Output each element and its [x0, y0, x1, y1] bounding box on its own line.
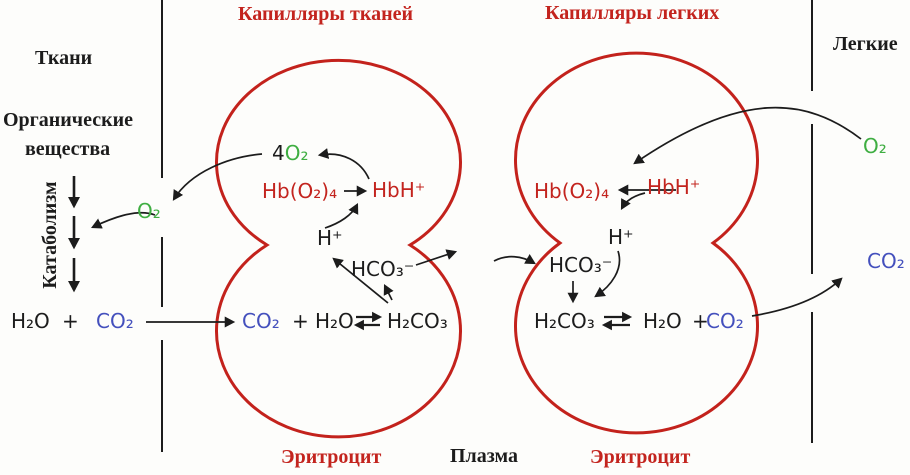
organic-substances-line2: вещества	[25, 138, 111, 160]
right-hbh-label: HbH⁺	[647, 175, 701, 199]
tissue-co2-label: CO₂	[96, 309, 134, 333]
catabolism-label: Катаболизм	[39, 181, 61, 289]
right-cell-h2co3-label: H₂CO₃	[534, 309, 595, 333]
arrow-hbh-to-h-right	[620, 192, 646, 210]
tissue-plus-sign: +	[62, 309, 79, 333]
arrow-hco3-export	[415, 249, 458, 266]
arrow-hco3-import	[493, 254, 536, 265]
right-erythrocyte-caption: Эритроцит	[590, 446, 691, 468]
left-cell-co2-label: CO₂	[242, 309, 280, 333]
arrow-o2-to-catabolism	[91, 211, 156, 229]
arrow-o2-lung-to-cell	[633, 106, 862, 165]
tissue-o2-label: O₂	[137, 199, 161, 223]
left-cell-h2o-label: H₂O	[315, 309, 354, 333]
arrow-hbh-to-4o2	[317, 148, 370, 180]
plasma-caption: Плазма	[450, 445, 519, 467]
arrow-h2co3-to-h-left	[332, 257, 389, 304]
left-hbo2-label: Hb(O₂)₄	[262, 179, 338, 203]
arrow-h-to-h2co3-right	[594, 250, 621, 298]
right-erythrocyte-outline	[514, 51, 759, 435]
left-h-plus-label: H⁺	[317, 226, 343, 250]
left-hco3-label: HCO₃⁻	[351, 257, 415, 281]
arrow-co2-cell-to-lung	[751, 277, 843, 317]
tissue-h2o-label: H₂O	[11, 309, 50, 333]
left-erythrocyte-caption: Эритроцит	[281, 446, 382, 468]
tissues-label: Ткани	[35, 47, 93, 69]
title-lung-capillaries: Капилляры легких	[545, 2, 720, 24]
right-cell-plus-sign: +	[692, 309, 709, 333]
left-cell-plus-sign: +	[292, 309, 309, 333]
right-cell-co2-label: CO₂	[706, 309, 744, 333]
4o2-coefficient: 4	[272, 141, 285, 165]
right-cell-h2o-label: H₂O	[643, 309, 682, 333]
lungs-label: Легкие	[833, 33, 898, 55]
arrow-h2co3-to-hco3-left	[383, 284, 394, 301]
organic-substances-line1: Органические	[3, 109, 134, 131]
lung-co2-label: CO₂	[867, 249, 905, 273]
arrow-4o2-to-o2	[172, 153, 263, 201]
right-hco3-label: HCO₃⁻	[549, 253, 613, 277]
left-erythrocyte-outline	[215, 58, 462, 439]
right-hbo2-label: Hb(O₂)₄	[534, 179, 610, 203]
right-h-plus-label: H⁺	[608, 225, 634, 249]
4o2-molecule: O₂	[284, 141, 309, 165]
left-hbh-label: HbH⁺	[372, 178, 426, 202]
left-cell-h2co3-label: H₂CO₃	[387, 309, 448, 333]
released-4o2-label: 4O₂	[272, 142, 309, 164]
title-tissue-capillaries: Капилляры тканей	[238, 3, 413, 25]
lung-o2-label: O₂	[863, 134, 887, 158]
arrow-h-to-hbh	[324, 203, 359, 229]
